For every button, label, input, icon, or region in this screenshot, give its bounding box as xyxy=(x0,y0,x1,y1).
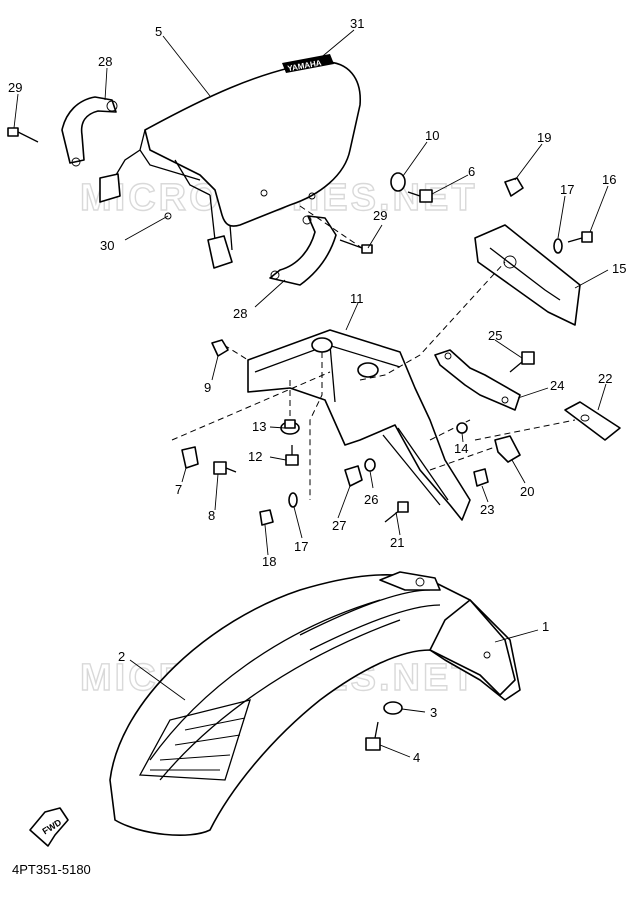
callout-15: 15 xyxy=(612,261,626,276)
callout-30: 30 xyxy=(100,238,114,253)
callouts: 5 31 28 29 10 6 19 17 16 15 29 30 28 11 … xyxy=(8,16,626,765)
bolt-4 xyxy=(365,721,381,751)
callout-5: 5 xyxy=(155,24,162,39)
nut-19 xyxy=(504,177,524,197)
callout-1: 1 xyxy=(542,619,549,634)
callout-17-left: 17 xyxy=(294,539,308,554)
front-fender xyxy=(109,571,521,836)
callout-22: 22 xyxy=(598,371,612,386)
reflector-bracket-20 xyxy=(494,435,521,463)
clip-14 xyxy=(456,422,468,434)
nut-9 xyxy=(211,339,229,357)
bolt-6 xyxy=(407,189,433,203)
washer-17-right xyxy=(553,238,563,254)
bolt-29-left xyxy=(7,127,39,143)
nut-23 xyxy=(473,468,489,487)
callout-8: 8 xyxy=(208,508,215,523)
grab-bar-upper xyxy=(61,96,118,167)
washer-26 xyxy=(364,458,376,472)
nut-7 xyxy=(181,446,199,469)
reflector-22 xyxy=(564,401,621,441)
grab-bar-lower xyxy=(269,215,337,286)
callout-23: 23 xyxy=(480,502,494,517)
plate-bracket xyxy=(474,224,581,326)
assembly-line-6 xyxy=(429,419,471,441)
callout-7: 7 xyxy=(175,482,182,497)
washer-3 xyxy=(383,701,403,715)
callout-24: 24 xyxy=(550,378,564,393)
callout-29-left: 29 xyxy=(8,80,22,95)
callout-29-right: 29 xyxy=(373,208,387,223)
assembly-line-8 xyxy=(429,446,496,471)
assembly-line-2 xyxy=(171,371,331,441)
callout-12: 12 xyxy=(248,449,262,464)
nut-27 xyxy=(344,465,363,487)
callout-20: 20 xyxy=(520,484,534,499)
callout-19: 19 xyxy=(537,130,551,145)
callout-18: 18 xyxy=(262,554,276,569)
rear-fender xyxy=(247,329,471,521)
assembly-line-1 xyxy=(223,344,249,361)
callout-9: 9 xyxy=(204,380,211,395)
collar-13 xyxy=(280,419,300,435)
callout-27: 27 xyxy=(332,518,346,533)
callout-3: 3 xyxy=(430,705,437,720)
callout-28-bottom: 28 xyxy=(233,306,247,321)
callout-31: 31 xyxy=(350,16,364,31)
assembly-line-4 xyxy=(309,352,323,500)
screw-21 xyxy=(384,501,409,523)
callout-21: 21 xyxy=(390,535,404,550)
callout-4: 4 xyxy=(413,750,420,765)
front-fender-front xyxy=(429,599,516,696)
callout-6: 6 xyxy=(468,164,475,179)
callout-10: 10 xyxy=(425,128,439,143)
seat xyxy=(99,61,361,269)
collar-10 xyxy=(390,172,406,192)
assembly-line-9 xyxy=(299,205,363,249)
callout-2: 2 xyxy=(118,649,125,664)
assembly-line-5 xyxy=(359,261,506,381)
washer-17-left xyxy=(288,492,298,508)
bolt-25 xyxy=(509,351,535,373)
callout-16: 16 xyxy=(602,172,616,187)
callout-17-right: 17 xyxy=(560,182,574,197)
diagram-code: 4PT351-5180 xyxy=(12,862,91,877)
forward-arrow-icon: FWD xyxy=(29,807,69,847)
assembly-line-7 xyxy=(474,419,576,441)
bolt-8 xyxy=(213,461,237,475)
screw-16 xyxy=(567,231,593,243)
bolt-29-right xyxy=(339,239,373,254)
bolt-12 xyxy=(285,445,299,466)
callout-11: 11 xyxy=(350,291,364,306)
callout-26: 26 xyxy=(364,492,378,507)
callout-25: 25 xyxy=(488,328,502,343)
callout-13: 13 xyxy=(252,419,266,434)
nut-18 xyxy=(259,509,274,526)
callout-28-top: 28 xyxy=(98,54,112,69)
callout-14: 14 xyxy=(454,441,468,456)
leader-lines xyxy=(13,29,609,758)
plate-light-bracket-24 xyxy=(434,349,521,411)
